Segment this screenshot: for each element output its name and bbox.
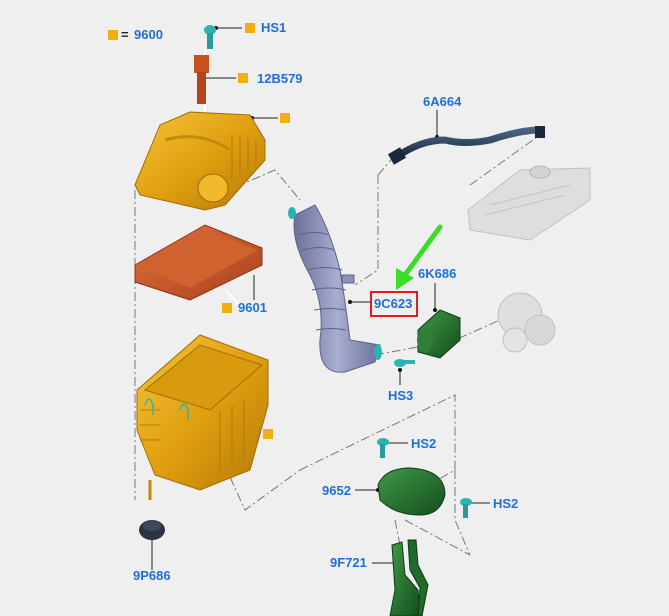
- valve-cover-icon: [467, 165, 591, 241]
- legend-value: 9600: [134, 27, 163, 42]
- label-9601[interactable]: 9601: [238, 300, 267, 315]
- lower-housing-marker-icon[interactable]: [263, 429, 273, 439]
- legend-equals: =: [121, 27, 129, 42]
- label-9c623[interactable]: 9C623: [374, 296, 413, 311]
- label-hs2-lower[interactable]: HS2: [493, 496, 519, 511]
- screw-hs2-lower-icon: [460, 498, 472, 518]
- upper-housing-marker-icon[interactable]: [280, 113, 290, 123]
- green-arrow-icon: [396, 224, 443, 290]
- intake-hose-9c623-icon: [288, 204, 382, 373]
- screw-hs1-icon: [204, 25, 216, 49]
- legend-marker-icon: [108, 30, 118, 40]
- label-hs2-upper[interactable]: HS2: [411, 436, 437, 451]
- air-cleaner-upper-housing-icon: [134, 111, 266, 211]
- adapter-6k686-icon: [417, 309, 461, 359]
- grommet-9p686-icon: [139, 520, 165, 540]
- label-9f721[interactable]: 9F721: [330, 555, 367, 570]
- label-hs1[interactable]: HS1: [261, 20, 287, 35]
- label-9p686[interactable]: 9P686: [133, 568, 171, 583]
- label-12b579[interactable]: 12B579: [257, 71, 303, 86]
- breather-hose-6a664-icon: [387, 126, 545, 165]
- screw-hs3-icon: [394, 359, 415, 367]
- resonator-9652-icon: [377, 467, 446, 516]
- label-6k686[interactable]: 6K686: [418, 266, 457, 281]
- air-cleaner-lower-housing-icon: [136, 334, 269, 500]
- air-filter-element-icon: [134, 224, 263, 301]
- turbocharger-icon: [497, 292, 556, 353]
- sensor-12b579-icon: [194, 55, 209, 104]
- highlight-box-9c623: [370, 291, 418, 317]
- air-inlet-duct-9f721-icon: [389, 539, 429, 616]
- label-hs3[interactable]: HS3: [388, 388, 414, 403]
- 12b579-marker-icon: [238, 73, 248, 83]
- hs1-marker-icon: [245, 23, 255, 33]
- screw-hs2-upper-icon: [377, 438, 389, 458]
- label-6a664[interactable]: 6A664: [423, 94, 462, 109]
- 9601-marker-icon: [222, 303, 232, 313]
- label-9652[interactable]: 9652: [322, 483, 351, 498]
